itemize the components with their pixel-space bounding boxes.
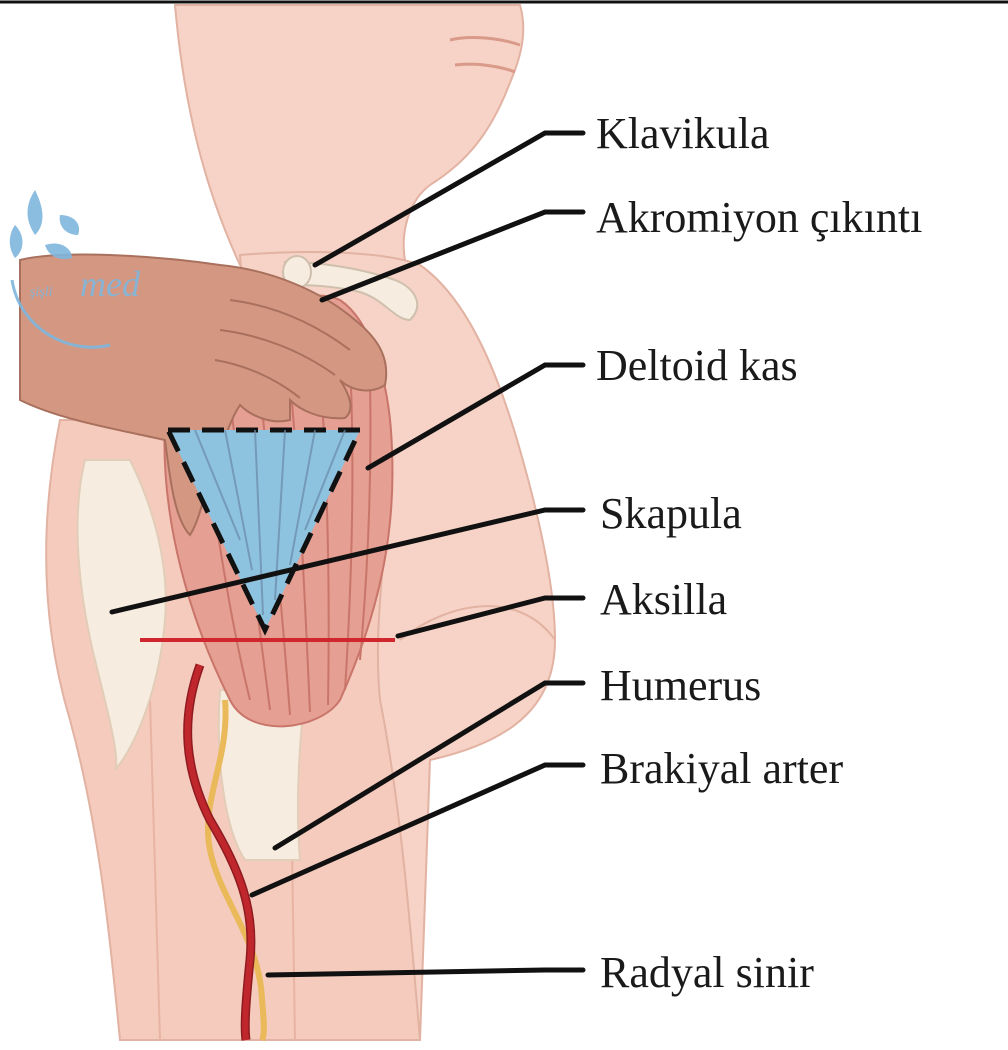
label-humerus: Humerus bbox=[600, 661, 761, 710]
logo-small-text: şişli bbox=[30, 285, 53, 300]
logo-text: med bbox=[80, 264, 141, 304]
label-deltoid: Deltoid kas bbox=[596, 341, 798, 390]
label-radyal: Radyal sinir bbox=[600, 948, 814, 997]
body-illustration bbox=[20, 5, 555, 1040]
label-akromiyon: Akromiyon çıkıntı bbox=[596, 193, 922, 242]
label-brakiyal: Brakiyal arter bbox=[600, 744, 843, 793]
label-skapula: Skapula bbox=[600, 489, 742, 538]
label-klavikula: Klavikula bbox=[596, 109, 770, 158]
labels: Klavikula Akromiyon çıkıntı Deltoid kas … bbox=[596, 109, 922, 997]
label-aksilla: Aksilla bbox=[600, 575, 727, 624]
